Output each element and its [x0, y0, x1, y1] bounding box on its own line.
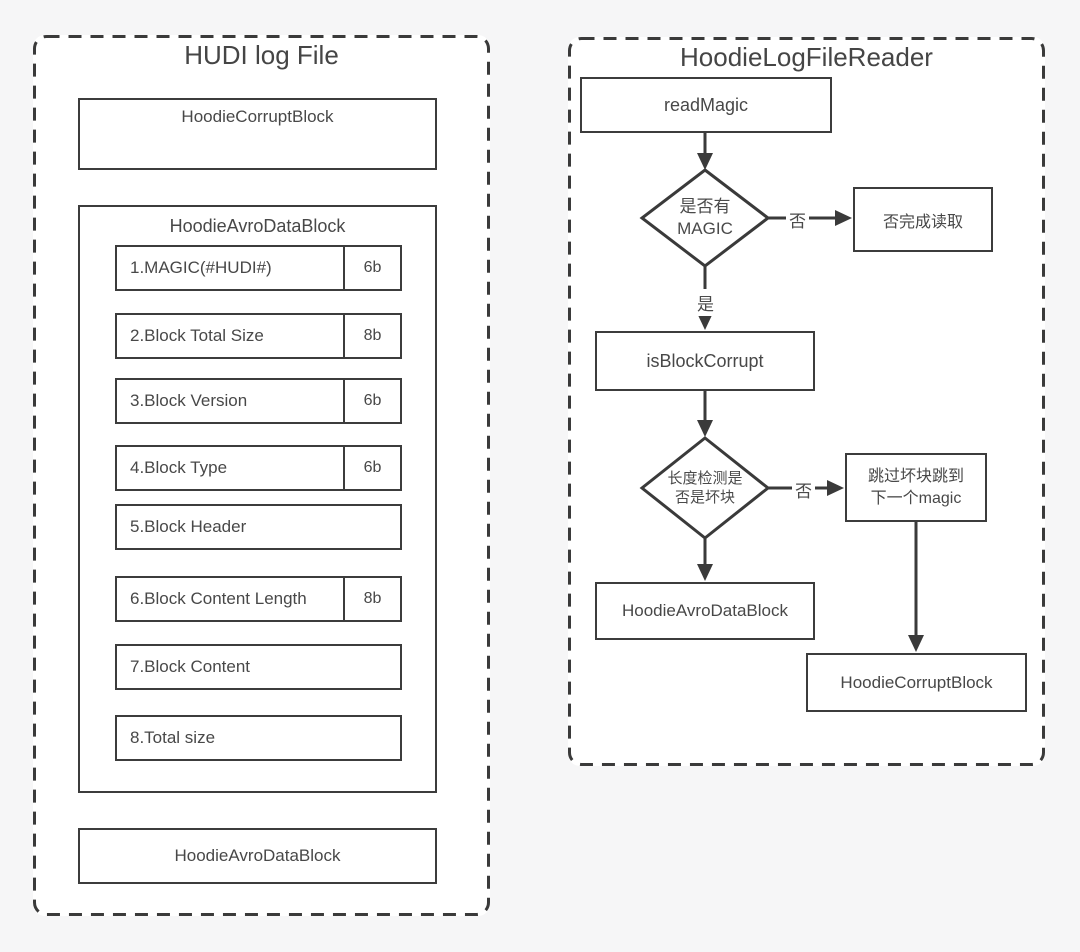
field-size: 6b	[363, 392, 382, 409]
edge-label-yes-magic: 是	[694, 289, 717, 316]
field-row-total-size: 2.Block Total Size 8b	[115, 313, 402, 359]
field-row-content-length: 6.Block Content Length 8b	[115, 576, 402, 622]
field-label: 8.Total size	[130, 728, 216, 747]
field-label-box: 8.Total size	[115, 715, 402, 761]
skip-bad-block-box: 跳过坏块跳到 下一个magic	[845, 453, 987, 522]
field-size: 6b	[363, 259, 382, 276]
field-size-box: 6b	[343, 378, 402, 424]
field-row-version: 3.Block Version 6b	[115, 378, 402, 424]
has-magic-diamond-text: 是否有 MAGIC	[648, 176, 762, 260]
hoodie-corrupt-block-box: HoodieCorruptBlock	[78, 98, 437, 170]
flow-avro-data-block-label: HoodieAvroDataBlock	[622, 601, 788, 620]
finish-read-label: 否完成读取	[882, 213, 963, 231]
field-label: 5.Block Header	[130, 517, 247, 536]
skip-bad-block-line2: 下一个magic	[870, 489, 962, 507]
edge-label-not-corrupt: 否	[792, 476, 815, 503]
hoodie-avro-data-block-title: HoodieAvroDataBlock	[169, 216, 346, 236]
field-size-box: 6b	[343, 445, 402, 491]
length-check-line1: 长度检测是	[667, 469, 743, 487]
hoodie-avro-data-block-bottom-box: HoodieAvroDataBlock	[78, 828, 437, 884]
field-row-content: 7.Block Content	[115, 644, 402, 690]
right-panel-title: HoodieLogFileReader	[680, 42, 933, 72]
field-label-box: 5.Block Header	[115, 504, 402, 550]
left-panel-title: HUDI log File	[184, 40, 339, 70]
is-block-corrupt-box: isBlockCorrupt	[595, 331, 815, 391]
skip-bad-block-line1: 跳过坏块跳到	[867, 467, 964, 485]
flow-avro-data-block-box: HoodieAvroDataBlock	[595, 582, 815, 640]
hoodie-avro-data-block-bottom-label: HoodieAvroDataBlock	[174, 846, 341, 865]
field-size: 8b	[363, 327, 382, 344]
read-magic-box: readMagic	[580, 77, 832, 133]
field-label-box: 7.Block Content	[115, 644, 402, 690]
field-label-box: 1.MAGIC(#HUDI#)	[115, 245, 345, 291]
has-magic-line2: MAGIC	[677, 219, 733, 238]
read-magic-label: readMagic	[663, 94, 749, 115]
has-magic-line1: 是否有	[679, 196, 731, 216]
field-size: 6b	[363, 459, 382, 476]
finish-read-box: 否完成读取	[853, 187, 993, 252]
field-label: 6.Block Content Length	[130, 589, 307, 608]
field-row-magic: 1.MAGIC(#HUDI#) 6b	[115, 245, 402, 291]
flow-corrupt-block-label: HoodieCorruptBlock	[840, 672, 993, 692]
field-size-box: 6b	[343, 245, 402, 291]
field-label: 4.Block Type	[130, 458, 228, 477]
field-label-box: 6.Block Content Length	[115, 576, 345, 622]
field-label: 2.Block Total Size	[130, 326, 264, 345]
field-row-header: 5.Block Header	[115, 504, 402, 550]
is-block-corrupt-label: isBlockCorrupt	[646, 350, 764, 371]
field-label: 7.Block Content	[130, 657, 251, 676]
field-label: 1.MAGIC(#HUDI#)	[130, 258, 272, 277]
field-row-type: 4.Block Type 6b	[115, 445, 402, 491]
field-label-box: 4.Block Type	[115, 445, 345, 491]
hoodie-corrupt-block-label: HoodieCorruptBlock	[181, 107, 334, 126]
field-label: 3.Block Version	[130, 391, 248, 410]
field-size: 8b	[363, 590, 382, 607]
field-label-box: 2.Block Total Size	[115, 313, 345, 359]
field-label-box: 3.Block Version	[115, 378, 345, 424]
field-size-box: 8b	[343, 576, 402, 622]
hoodie-avro-data-block-container: HoodieAvroDataBlock	[78, 205, 437, 793]
field-size-box: 8b	[343, 313, 402, 359]
flow-corrupt-block-box: HoodieCorruptBlock	[806, 653, 1027, 712]
field-row-total: 8.Total size	[115, 715, 402, 761]
length-check-line2: 否是坏块	[674, 489, 735, 506]
length-check-diamond-text: 长度检测是 否是坏块	[642, 446, 768, 530]
edge-label-no-magic: 否	[786, 206, 809, 233]
